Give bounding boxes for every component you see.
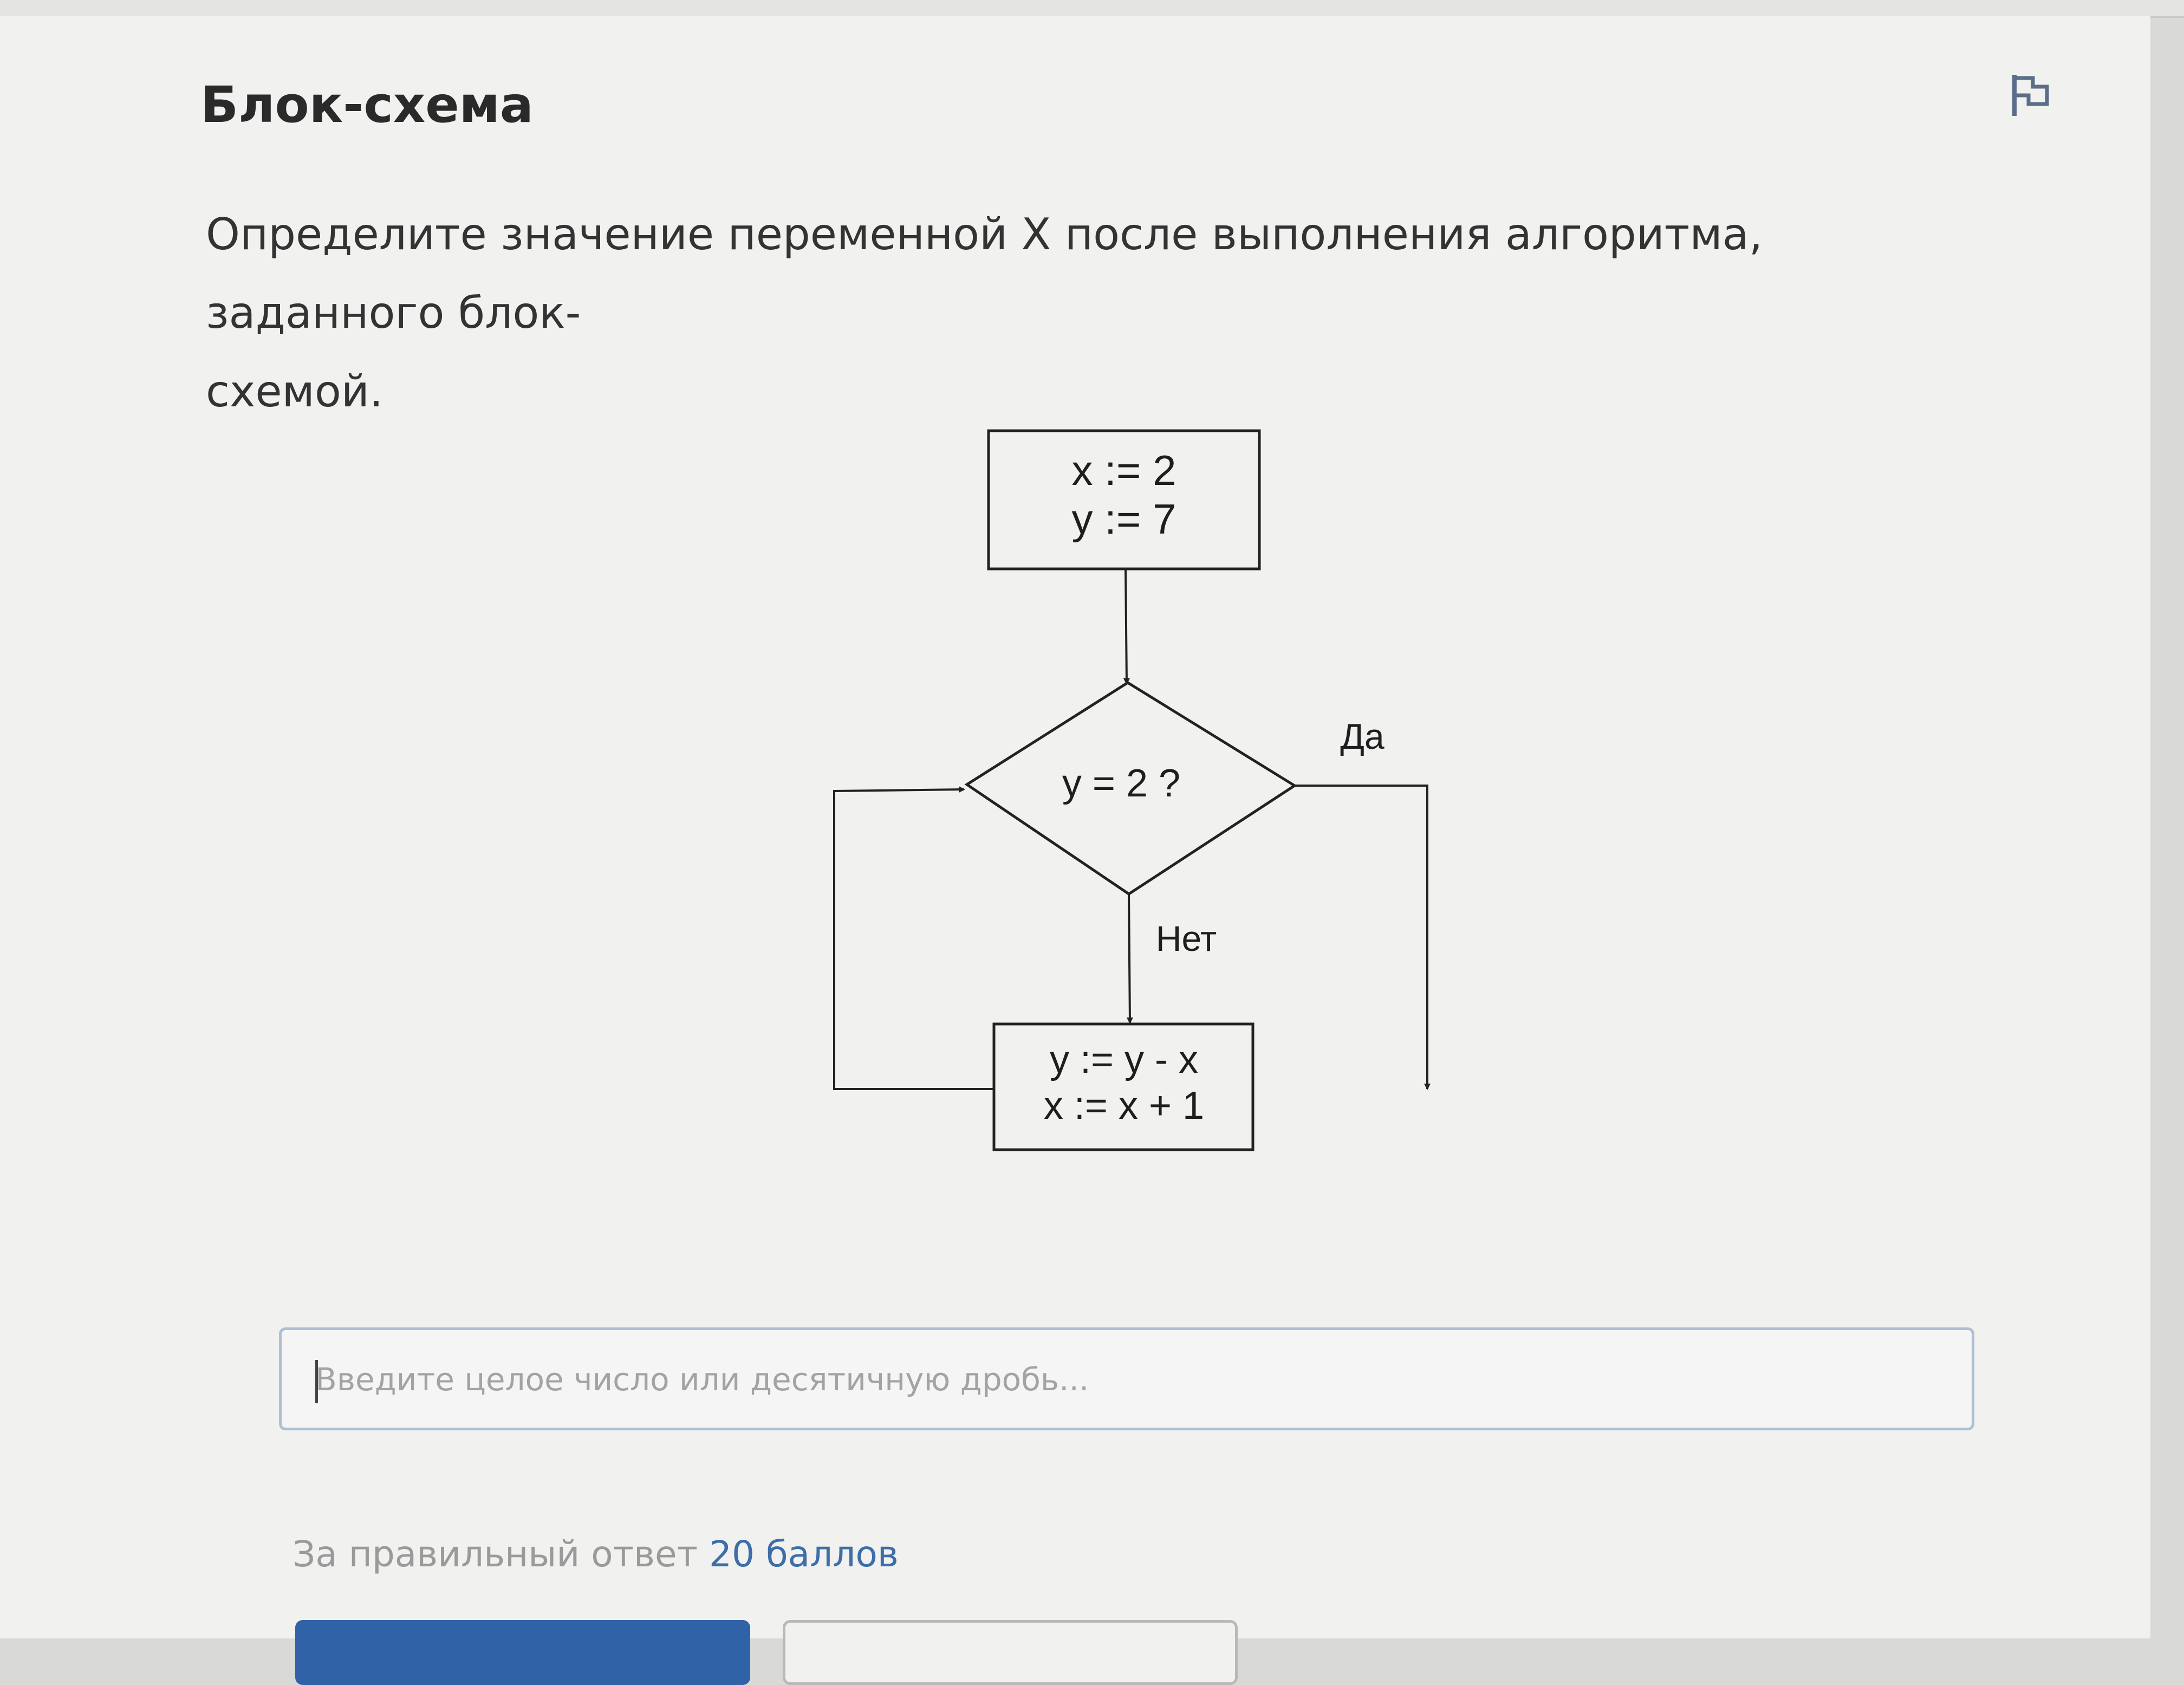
condition-text: y = 2 ? [1062,762,1180,805]
flag-icon[interactable] [2007,70,2056,119]
question-text: Определите значение переменной X после в… [206,195,1982,431]
start-block [987,429,1261,571]
text-caret [315,1360,318,1403]
arrow-start-to-condition [1123,568,1130,685]
arrow-yes-branch [1295,785,1431,1090]
arrow-no-branch [1126,893,1133,1024]
body-line-2: x := x + 1 [1044,1084,1204,1127]
question-line-1: Определите значение переменной X после в… [206,209,1763,338]
task-page: Блок-схема Определите значение переменно… [0,16,2150,1685]
reward-prefix: За правильный ответ [292,1533,698,1575]
reward-points: 20 баллов [709,1533,899,1575]
reward-text: За правильный ответ 20 баллов [292,1533,899,1575]
start-line-2: y := 7 [1072,495,1176,543]
answer-input[interactable] [314,1330,1941,1429]
yes-label: Да [1340,716,1384,756]
flowchart: x := 2 y := 7 y = 2 ? Да Нет y := y - x … [833,429,1431,1151]
secondary-button[interactable] [783,1620,1238,1685]
arrow-loop-back [833,786,994,1090]
body-line-1: y := y - x [1050,1038,1198,1081]
no-label: Нет [1156,918,1217,958]
start-line-1: x := 2 [1072,446,1176,494]
browser-top-strip [0,0,2184,18]
task-title: Блок-схема [200,76,534,134]
question-line-2: схемой. [206,366,384,417]
body-block [992,1022,1254,1151]
answer-field[interactable] [279,1327,1974,1430]
submit-button[interactable] [295,1620,750,1685]
